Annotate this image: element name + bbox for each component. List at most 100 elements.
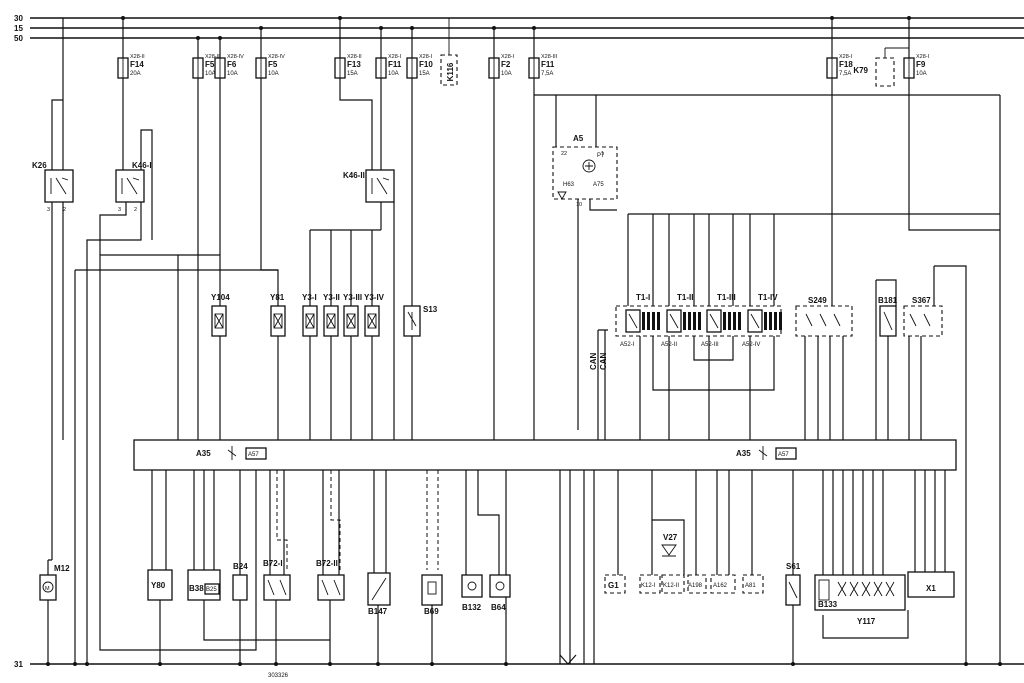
fuse-rating-label: 7,5A <box>839 71 851 77</box>
a5-a75-label: A75 <box>593 182 604 188</box>
fuse-f2-7: F2 10A X28-I <box>488 54 515 79</box>
fuse-terminal-label: X28-IV <box>227 54 244 60</box>
relay-k26: K26 3 2 <box>32 161 74 213</box>
coil-t1-i: T1-I A52-I <box>620 293 660 348</box>
fuse-f14-0: F14 20A X28-II <box>117 54 145 79</box>
valve-label: Y3-I <box>302 293 317 302</box>
fuse-terminal-label: X28-II <box>205 54 220 60</box>
s61-label: S61 <box>786 562 801 571</box>
can-label-1: CAN <box>589 352 598 370</box>
sensor-b69: B69 <box>421 574 443 616</box>
b64-label: B64 <box>491 603 506 612</box>
a5-label: A5 <box>573 134 584 143</box>
b72i-label: B72-I <box>263 559 283 568</box>
k26-label: K26 <box>32 161 47 170</box>
b69-label: B69 <box>424 607 439 616</box>
fuse-terminal-label: X28-II <box>130 54 145 60</box>
b72ii-label: B72-II <box>316 559 338 568</box>
y117-label: Y117 <box>857 617 876 626</box>
can-label-2: CAN <box>599 352 608 370</box>
sensor-b24: B24 <box>232 562 248 601</box>
coil-sub-label: A52-IV <box>742 342 760 348</box>
s13-label: S13 <box>423 305 438 314</box>
coil-group-frame <box>615 305 782 337</box>
fuse-terminal-label: X28-I <box>916 54 930 60</box>
a5-h63-label: H63 <box>563 182 575 188</box>
g1-label: G1 <box>608 581 619 590</box>
relay-k12-ii: K12-II <box>661 574 685 594</box>
coil-feed-wires <box>627 213 1000 306</box>
fuse-id-label: F2 <box>501 60 511 69</box>
svg-text:3: 3 <box>118 207 121 213</box>
sensor-b38: B38 B25 <box>187 569 221 601</box>
k79-label: K79 <box>853 66 868 75</box>
valve-y3-iv: Y3-IV <box>364 293 385 337</box>
fuse-terminal-label: X28-I <box>839 54 853 60</box>
b38-label: B38 <box>189 584 204 593</box>
ignition-coils: T1-I A52-I T1-IIA52-IIT1-IIIA52-IIIT1-IVA5… <box>620 293 782 348</box>
sensor-b132: B132 <box>461 574 483 612</box>
k12ii-label: K12-II <box>663 583 679 589</box>
fuse-id-label: F11 <box>388 60 402 69</box>
fuse-rating-label: 10A <box>268 71 279 77</box>
coil-label: T1-II <box>677 293 693 302</box>
switch-s367: S367 <box>903 296 943 337</box>
fuse-rating-label: 10A <box>916 71 927 77</box>
valve-y104: Y104 <box>211 293 230 337</box>
coil-label: T1-I <box>636 293 650 302</box>
k46ii-label: K46-II <box>343 171 365 180</box>
fuse-id-label: F9 <box>916 60 926 69</box>
supply-rails: 30 15 50 31 <box>14 14 1024 669</box>
b25-label: B25 <box>206 587 217 593</box>
fuse-rating-label: 10A <box>501 71 512 77</box>
module-a162: A162 <box>710 574 736 594</box>
ecu-a35: A35 A57 A35 A57 <box>133 439 957 471</box>
b132-label: B132 <box>462 603 482 612</box>
svg-text:2: 2 <box>134 207 137 213</box>
relay-k46-ii: K46-II <box>343 169 395 203</box>
generator-g1: G1 <box>604 574 626 594</box>
rail-label-50: 50 <box>14 34 23 43</box>
s367-label: S367 <box>912 296 931 305</box>
valve-label: Y81 <box>270 293 285 302</box>
ecu-left-sub: A57 <box>248 452 259 458</box>
fuse-terminal-label: X28-I <box>501 54 515 60</box>
k116-label: K116 <box>446 62 455 81</box>
motor-m12: M M12 <box>39 564 70 601</box>
s249-label: S249 <box>808 296 827 305</box>
drawing-number: 303326 <box>268 673 289 679</box>
y80-label: Y80 <box>151 581 166 590</box>
fuse-terminal-label: X28-II <box>347 54 362 60</box>
sensor-b72-i: B72-I <box>263 559 291 601</box>
svg-text:3: 3 <box>47 207 50 213</box>
valve-label: Y3-IV <box>364 293 385 302</box>
fuse-terminal-label: X28-III <box>541 54 558 60</box>
svg-text:2: 2 <box>63 207 66 213</box>
b181-label: B181 <box>878 296 898 305</box>
diode-v27: V27 <box>661 533 678 557</box>
valve-block-y117: B133 Y117 <box>814 574 906 626</box>
fuse-rating-label: 20A <box>130 71 141 77</box>
fuse-id-label: F14 <box>130 60 144 69</box>
fuse-terminal-label: X28-IV <box>268 54 285 60</box>
a81-label: A81 <box>745 583 756 589</box>
rail-label-30: 30 <box>14 14 23 23</box>
ecu-right-sub: A57 <box>778 452 789 458</box>
module-a198: A198 <box>687 574 707 594</box>
fuse-rating-label: 7,5A <box>541 71 553 77</box>
coil-label: T1-III <box>717 293 736 302</box>
a162-label: A162 <box>713 583 728 589</box>
switch-s249: S249 <box>795 296 853 337</box>
a5-p7-label: P7 <box>597 153 605 159</box>
ecu-right-label: A35 <box>736 449 751 458</box>
coil-sub-label: A52-I <box>620 342 635 348</box>
